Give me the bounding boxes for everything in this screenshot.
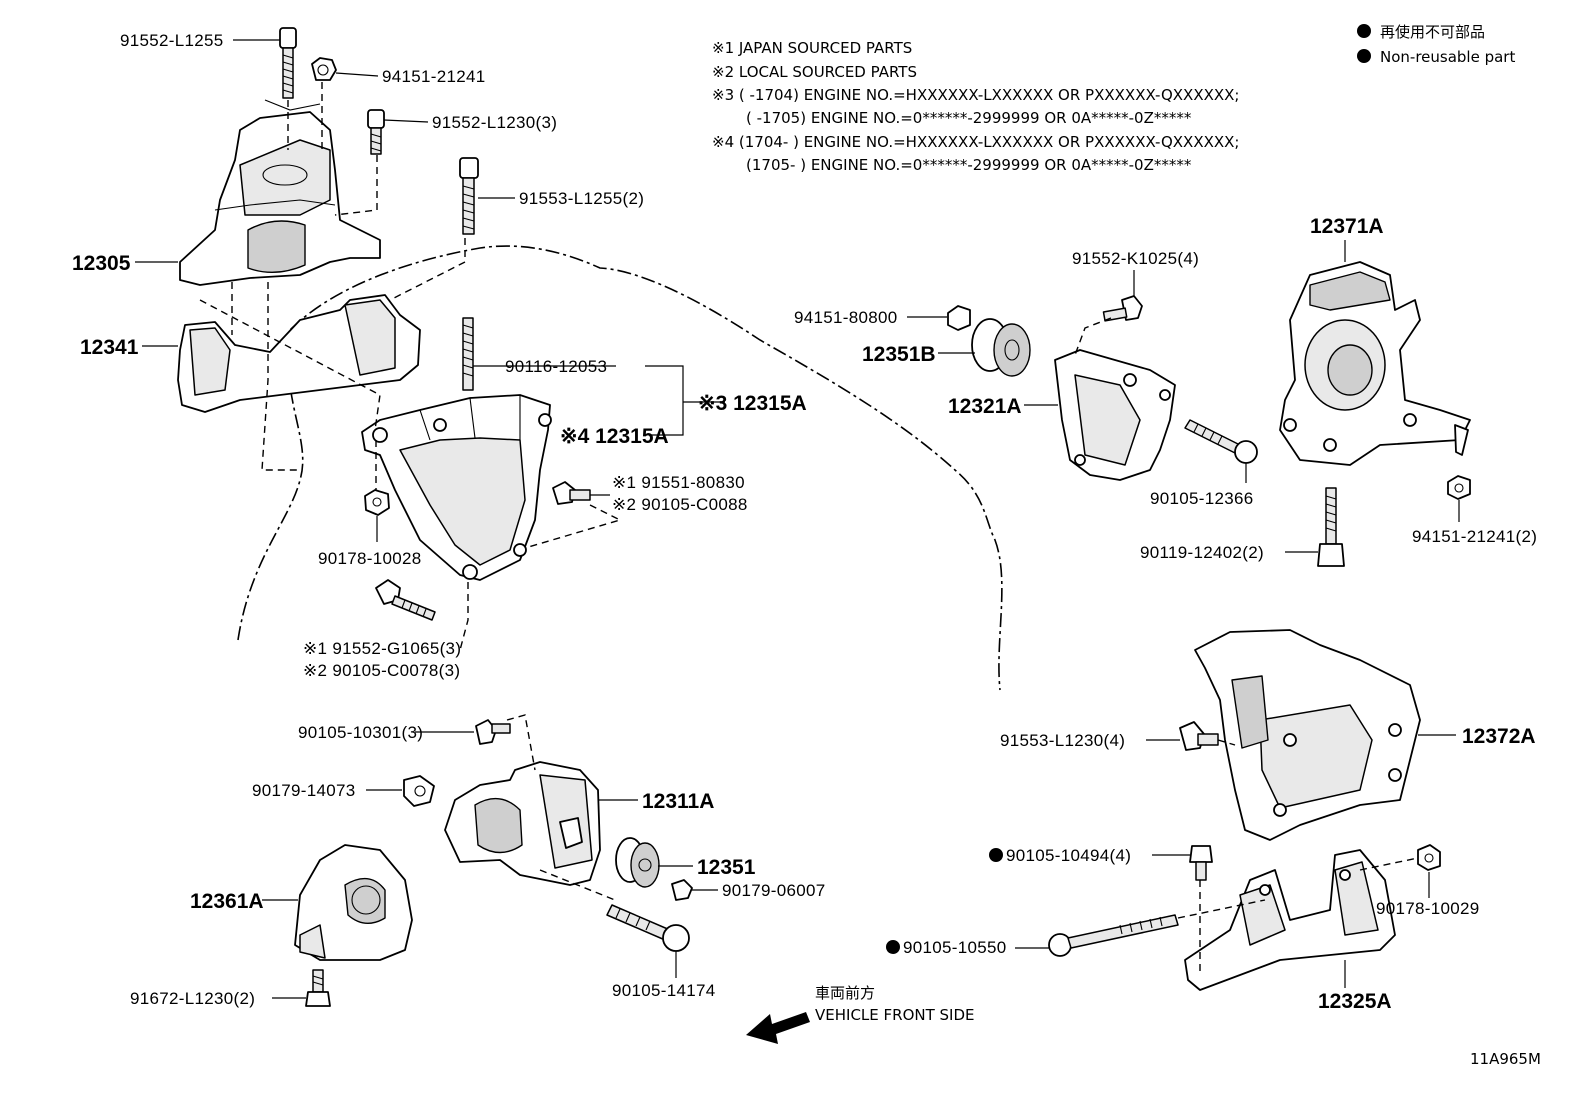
- bolt-91552-K1025-drawing: [1102, 295, 1143, 322]
- label-12372A: 12372A: [1462, 725, 1536, 748]
- bracket-12311A-drawing: [444, 761, 601, 886]
- arrow-left-icon: [746, 1012, 810, 1044]
- legend-en: Non-reusable part: [1380, 48, 1515, 66]
- leader-lines: [135, 39, 1460, 999]
- bushing-12351B-drawing: [971, 318, 1031, 377]
- label-91551-80830: ※1 91551-80830: [612, 473, 745, 492]
- bolt-90105-10494-drawing: [1189, 845, 1213, 881]
- bolt-90105-10550-drawing: [1048, 914, 1179, 957]
- label-90105-C0078-3: ※2 90105-C0078(3): [303, 661, 460, 680]
- bracket-12325A-drawing: [1184, 849, 1396, 991]
- label-12361A: 12361A: [190, 890, 264, 913]
- nut-90178-10028-drawing: [364, 489, 390, 516]
- note-4: ※4 (1704- ) ENGINE NO.=HXXXXXX-LXXXXXX O…: [712, 133, 1239, 151]
- label-91672-L1230-2: 91672-L1230(2): [130, 989, 255, 1008]
- vehicle-front-ja: 車両前方: [815, 984, 875, 1002]
- label-90179-14073: 90179-14073: [252, 781, 356, 800]
- bolt-91553-L1255-drawing: [459, 157, 479, 235]
- bolt-91552-L1230-drawing: [367, 109, 385, 155]
- notes-block: ※1 JAPAN SOURCED PARTS ※2 LOCAL SOURCED …: [712, 39, 1239, 174]
- label-12351B: 12351B: [862, 343, 936, 366]
- nut-94151-21241-right-drawing: [1447, 475, 1471, 500]
- note-3: ※3 ( -1704) ENGINE NO.=HXXXXXX-LXXXXXX O…: [712, 86, 1239, 104]
- vehicle-front-en: VEHICLE FRONT SIDE: [815, 1006, 975, 1024]
- note-3-cont: ( -1705) ENGINE NO.=0******-2999999 OR 0…: [746, 109, 1192, 127]
- legend-ja: 再使用不可部品: [1380, 23, 1485, 41]
- bolt-90105-12366-drawing: [1184, 419, 1258, 464]
- nut-90179-14073-drawing: [403, 775, 435, 807]
- bolt-91553-L1230-drawing: [1179, 721, 1219, 751]
- label-12315A-4: ※4 12315A: [560, 425, 669, 448]
- label-12321A: 12321A: [948, 395, 1022, 418]
- label-90119-12402-2: 90119-12402(2): [1140, 543, 1264, 562]
- diagram-id: 11A965M: [1470, 1050, 1541, 1068]
- label-90179-06007: 90179-06007: [722, 881, 826, 900]
- label-91553-L1230-4: 91553-L1230(4): [1000, 731, 1125, 750]
- bolt-90105-10301-drawing: [475, 719, 511, 745]
- note-1: ※1 JAPAN SOURCED PARTS: [712, 39, 912, 57]
- bolt-91552-G1065-drawing: [375, 579, 436, 621]
- nut-94151-21241-drawing: [311, 57, 337, 81]
- label-12371A: 12371A: [1310, 215, 1384, 238]
- stud-90116-12053-drawing: [462, 317, 474, 391]
- assembly-lines: [199, 82, 1419, 975]
- label-90105-14174: 90105-14174: [612, 981, 716, 1000]
- part-labels: 91552-L1255 94151-21241 91552-L1230(3) 9…: [120, 31, 1537, 1008]
- label-12351: 12351: [697, 856, 756, 879]
- nut-94151-80800-drawing: [947, 305, 971, 331]
- label-91552-L1230-3: 91552-L1230(3): [432, 113, 557, 132]
- non-reusable-dot-icon: [989, 848, 1003, 862]
- nut-90178-10029-drawing: [1417, 844, 1441, 871]
- assembly-labels: 12305 12341 ※3 12315A ※4 12315A 12311A 1…: [72, 215, 1536, 1013]
- label-12325A: 12325A: [1318, 990, 1392, 1013]
- note-2: ※2 LOCAL SOURCED PARTS: [712, 63, 917, 81]
- vehicle-front-indicator: 車両前方 VEHICLE FRONT SIDE: [746, 984, 975, 1044]
- label-94151-21241-2: 94151-21241(2): [1412, 527, 1537, 546]
- label-90178-10028: 90178-10028: [318, 549, 422, 568]
- non-reusable-dot-icon: [1357, 49, 1371, 63]
- bracket-12315A-drawing: [361, 394, 552, 581]
- label-90105-10301-3: 90105-10301(3): [298, 723, 423, 742]
- nut-90179-06007-drawing: [671, 879, 693, 901]
- legend: 再使用不可部品 Non-reusable part: [1357, 23, 1515, 66]
- label-91552-K1025-4: 91552-K1025(4): [1072, 249, 1199, 268]
- mount-12371A-drawing: [1279, 261, 1471, 466]
- label-12311A: 12311A: [642, 790, 714, 813]
- mount-12305-drawing: [179, 99, 381, 286]
- non-reusable-dot-icon: [1357, 24, 1371, 38]
- label-90116-12053: 90116-12053: [505, 357, 607, 376]
- label-90105-10494-4: 90105-10494(4): [1006, 846, 1131, 865]
- bolt-90105-14174-drawing: [606, 904, 690, 952]
- label-90105-C0088: ※2 90105-C0088: [612, 495, 748, 514]
- note-4-cont: (1705- ) ENGINE NO.=0******-2999999 OR 0…: [746, 156, 1192, 174]
- label-94151-21241: 94151-21241: [382, 67, 486, 86]
- bolt-91552-L1255-drawing: [279, 27, 297, 99]
- label-91552-L1255: 91552-L1255: [120, 31, 224, 50]
- label-91552-G1065-3: ※1 91552-G1065(3): [303, 639, 461, 658]
- label-12305: 12305: [72, 252, 131, 275]
- bushing-12351-drawing: [615, 837, 660, 888]
- bolt-90119-12402-drawing: [1317, 487, 1345, 567]
- label-91553-L1255-2: 91553-L1255(2): [519, 189, 644, 208]
- label-90105-12366: 90105-12366: [1150, 489, 1254, 508]
- label-94151-80800: 94151-80800: [794, 308, 898, 327]
- bracket-12372A-drawing: [1194, 629, 1421, 841]
- engine-outline: [237, 245, 1003, 691]
- label-90105-10550: 90105-10550: [903, 938, 1007, 957]
- bolt-91551-80830-drawing: [552, 481, 591, 505]
- bolt-91672-L1230-drawing: [305, 969, 331, 1007]
- label-90178-10029: 90178-10029: [1376, 899, 1480, 918]
- label-12315A-3: ※3 12315A: [698, 392, 807, 415]
- non-reusable-dot-icon: [886, 940, 900, 954]
- bracket-12341-drawing: [177, 294, 421, 413]
- bracket-12321A-drawing: [1054, 349, 1176, 481]
- mount-12361A-drawing: [294, 844, 413, 961]
- label-12341: 12341: [80, 336, 139, 359]
